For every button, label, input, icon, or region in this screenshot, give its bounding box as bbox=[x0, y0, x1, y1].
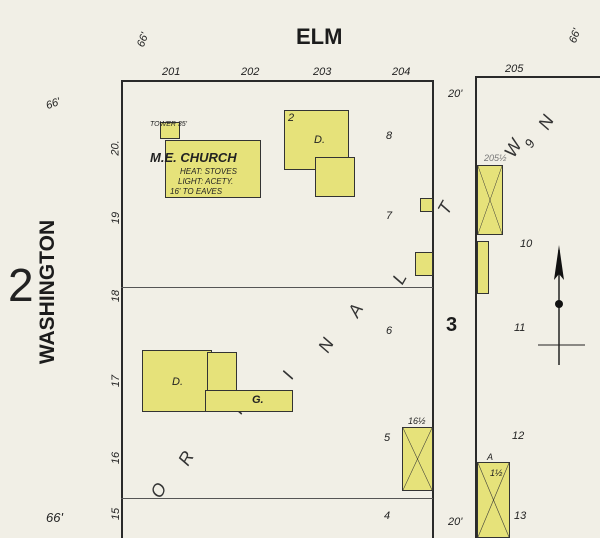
street-elm: ELM bbox=[296, 24, 343, 49]
block-3-north-line bbox=[475, 76, 600, 78]
street-washington: WASHINGTON bbox=[36, 219, 59, 365]
letter-n: N bbox=[314, 334, 338, 356]
dwelling-17 bbox=[142, 350, 212, 412]
block-2-west-line bbox=[121, 80, 123, 538]
church-tower-label: TOWER 35' bbox=[150, 121, 187, 128]
lot-6: 6 bbox=[386, 325, 393, 337]
letter-a: A bbox=[343, 300, 368, 321]
lot-7: 7 bbox=[386, 210, 393, 222]
width-w: 66' bbox=[44, 95, 62, 113]
dwelling-203-stories: 2 bbox=[288, 112, 295, 124]
building-a-label: A bbox=[487, 452, 494, 462]
lot-19: 19 bbox=[110, 211, 123, 225]
letter-l: L bbox=[388, 268, 411, 288]
address-16-half: 16½ bbox=[408, 416, 426, 426]
width-ne: 66' bbox=[567, 27, 584, 45]
dwelling-203-label: D. bbox=[314, 134, 325, 146]
house-number-205: 205 bbox=[505, 63, 524, 75]
building-a bbox=[477, 462, 510, 538]
lot-20: 20. bbox=[109, 140, 122, 156]
lot-13: 13 bbox=[514, 510, 527, 522]
block-number-3: 3 bbox=[446, 314, 458, 336]
lot-line-15 bbox=[121, 498, 433, 499]
garage-label: G. bbox=[252, 394, 264, 406]
building-a-stories: 1½ bbox=[490, 468, 503, 478]
lot-4: 4 bbox=[384, 510, 391, 522]
house-number-202: 202 bbox=[241, 66, 260, 78]
church-eaves: 16' TO EAVES bbox=[170, 187, 223, 196]
letter-n2: N bbox=[534, 111, 558, 133]
church-light: LIGHT: ACETY. bbox=[178, 177, 234, 186]
house-number-203: 203 bbox=[313, 66, 332, 78]
dwelling-17-label: D. bbox=[172, 376, 183, 388]
lot-18: 18 bbox=[110, 289, 123, 303]
shed-204-b bbox=[415, 252, 433, 276]
width-sw: 66' bbox=[46, 510, 63, 525]
block-2-east-line bbox=[432, 80, 434, 538]
building-16-half bbox=[402, 427, 433, 491]
lot-5: 5 bbox=[384, 432, 391, 444]
letter-i2: I bbox=[278, 368, 298, 383]
dwelling-17-rear bbox=[207, 352, 237, 392]
block-2-north-line bbox=[121, 80, 433, 82]
church-tower bbox=[160, 122, 180, 139]
house-number-204: 204 bbox=[392, 66, 411, 78]
church-building bbox=[165, 140, 261, 198]
lot-12: 12 bbox=[512, 430, 525, 442]
address-205-half: 205½ bbox=[484, 153, 507, 163]
north-arrow-icon bbox=[538, 245, 585, 365]
lot-15: 15 bbox=[110, 507, 123, 521]
block-3-west-line bbox=[475, 76, 477, 538]
garage-17 bbox=[205, 390, 293, 412]
building-205-half bbox=[477, 165, 503, 235]
block-number-2: 2 bbox=[8, 259, 34, 311]
lot-11: 11 bbox=[514, 322, 526, 334]
church-name: M.E. CHURCH bbox=[150, 150, 237, 165]
shed-204-a bbox=[420, 198, 433, 212]
house-number-201: 201 bbox=[162, 66, 181, 78]
dwelling-203-rear bbox=[315, 157, 355, 197]
lot-16: 16 bbox=[110, 451, 123, 465]
width-nw: 66' bbox=[135, 31, 152, 49]
lot-line-18 bbox=[121, 287, 433, 288]
shed-block-3 bbox=[477, 241, 489, 294]
lot-10: 10 bbox=[520, 238, 533, 250]
church-heat: HEAT: STOVES bbox=[180, 167, 237, 176]
letter-t: T bbox=[433, 198, 457, 219]
letter-r: R bbox=[174, 447, 198, 469]
width-alley-top: 20' bbox=[448, 88, 463, 100]
lot-8: 8 bbox=[386, 130, 393, 142]
lot-17: 17 bbox=[110, 374, 123, 388]
width-alley-bottom: 20' bbox=[448, 516, 463, 528]
